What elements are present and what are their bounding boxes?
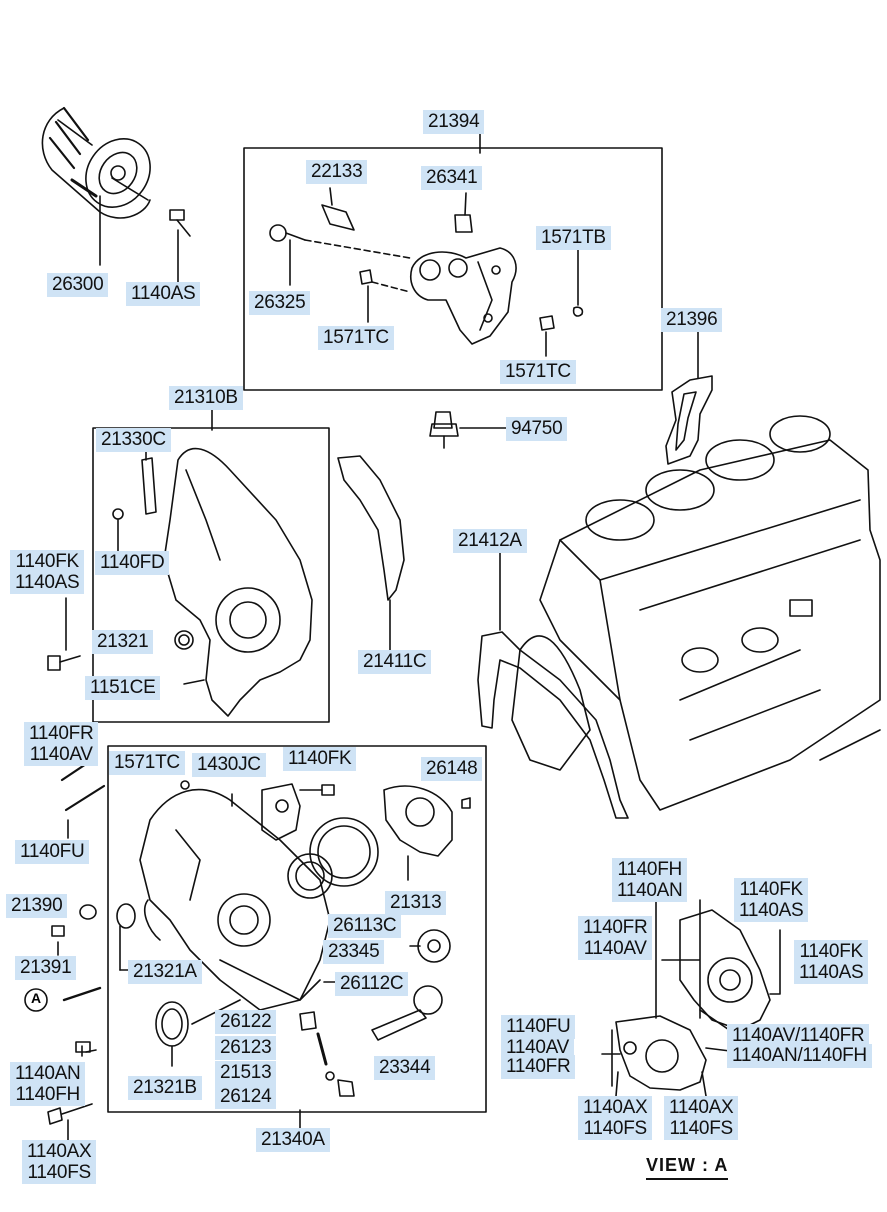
timing-cover-group-box: [92, 427, 330, 723]
oil-pump-drawing: [269, 187, 584, 357]
label-1571tb: 1571TB: [536, 226, 611, 250]
label-1140ax-1140fs-left: 1140AX 1140FS: [22, 1140, 97, 1184]
oil-pump-group-box: [243, 147, 663, 391]
label-1571tc-a: 1571TC: [318, 326, 394, 350]
label-26113c: 26113C: [328, 914, 402, 938]
front-case-drawing: [116, 780, 471, 1041]
label-21321b: 21321B: [128, 1076, 202, 1100]
label-26341: 26341: [421, 166, 483, 190]
view-label-1140ax-1140fs-b: 1140AX 1140FS: [664, 1096, 739, 1140]
label-26124: 26124: [215, 1085, 277, 1109]
gasket-21411c-drawing: [337, 455, 405, 651]
label-21321: 21321: [92, 630, 154, 654]
label-26148: 26148: [421, 757, 483, 781]
label-26123: 26123: [215, 1036, 277, 1060]
label-1140as-top: 1140AS: [126, 282, 201, 306]
view-label-1140an-1140fh: 1140AN/1140FH: [727, 1044, 872, 1068]
label-1140fk-1140as-left: 1140FK 1140AS: [10, 550, 85, 594]
label-21330c: 21330C: [96, 428, 171, 452]
label-21340a: 21340A: [256, 1128, 330, 1152]
oil-pressure-switch-drawing: [429, 411, 507, 449]
label-a-marker: A: [30, 990, 42, 1006]
label-1140an-1140fh-left: 1140AN 1140FH: [10, 1062, 86, 1106]
bolt-left-drawing: [47, 597, 81, 671]
label-1140fk-mid: 1140FK: [283, 747, 357, 771]
timing-cover-drawing: [112, 447, 313, 717]
label-21321a: 21321A: [128, 960, 202, 984]
label-1571tc-b: 1571TC: [500, 360, 576, 384]
label-26325: 26325: [249, 291, 311, 315]
view-label-1140ax-1140fs-a: 1140AX 1140FS: [578, 1096, 653, 1140]
label-23345: 23345: [323, 940, 385, 964]
label-21411c: 21411C: [358, 650, 432, 674]
view-label-1140fh-1140an: 1140FH 1140AN: [612, 858, 688, 902]
label-21391: 21391: [15, 956, 77, 980]
label-22133: 22133: [306, 160, 368, 184]
label-1151ce: 1151CE: [85, 676, 161, 700]
view-label-1140fk-1140as-a: 1140FK 1140AS: [734, 878, 809, 922]
label-21394: 21394: [423, 110, 485, 134]
view-label-1140fr-1140av: 1140FR 1140AV: [578, 916, 653, 960]
bolt-1140as-drawing: [169, 209, 191, 283]
label-1140fd: 1140FD: [95, 551, 170, 575]
view-a-title: VIEW : A: [646, 1155, 729, 1180]
view-label-1140fk-1140as-b: 1140FK 1140AS: [794, 940, 869, 984]
small-parts-drawing: [24, 758, 355, 1141]
label-23344: 23344: [374, 1056, 436, 1080]
label-26300: 26300: [47, 273, 109, 297]
label-94750: 94750: [506, 417, 568, 441]
label-21513: 21513: [215, 1061, 277, 1085]
label-26122: 26122: [215, 1010, 277, 1034]
engine-block-drawing: [511, 415, 881, 811]
label-21396: 21396: [661, 308, 723, 332]
label-21313: 21313: [385, 891, 447, 915]
label-26112c: 26112C: [335, 972, 409, 996]
gasket-21412a-drawing: [477, 552, 629, 819]
oil-filter-drawing: [41, 106, 151, 266]
front-case-group-box: [107, 745, 487, 1113]
label-1430jc: 1430JC: [192, 753, 266, 777]
view-label-1140fr: 1140FR: [501, 1055, 576, 1079]
gasket-21396-drawing: [665, 329, 713, 465]
label-21412a: 21412A: [453, 529, 527, 553]
view-label-1140fu: 1140FU: [501, 1015, 576, 1039]
label-21390: 21390: [6, 894, 68, 918]
label-21310b: 21310B: [169, 386, 243, 410]
label-1571tc-c: 1571TC: [109, 751, 185, 775]
label-1140fr-1140av-left: 1140FR 1140AV: [24, 722, 99, 766]
label-1140fu-left: 1140FU: [15, 840, 90, 864]
